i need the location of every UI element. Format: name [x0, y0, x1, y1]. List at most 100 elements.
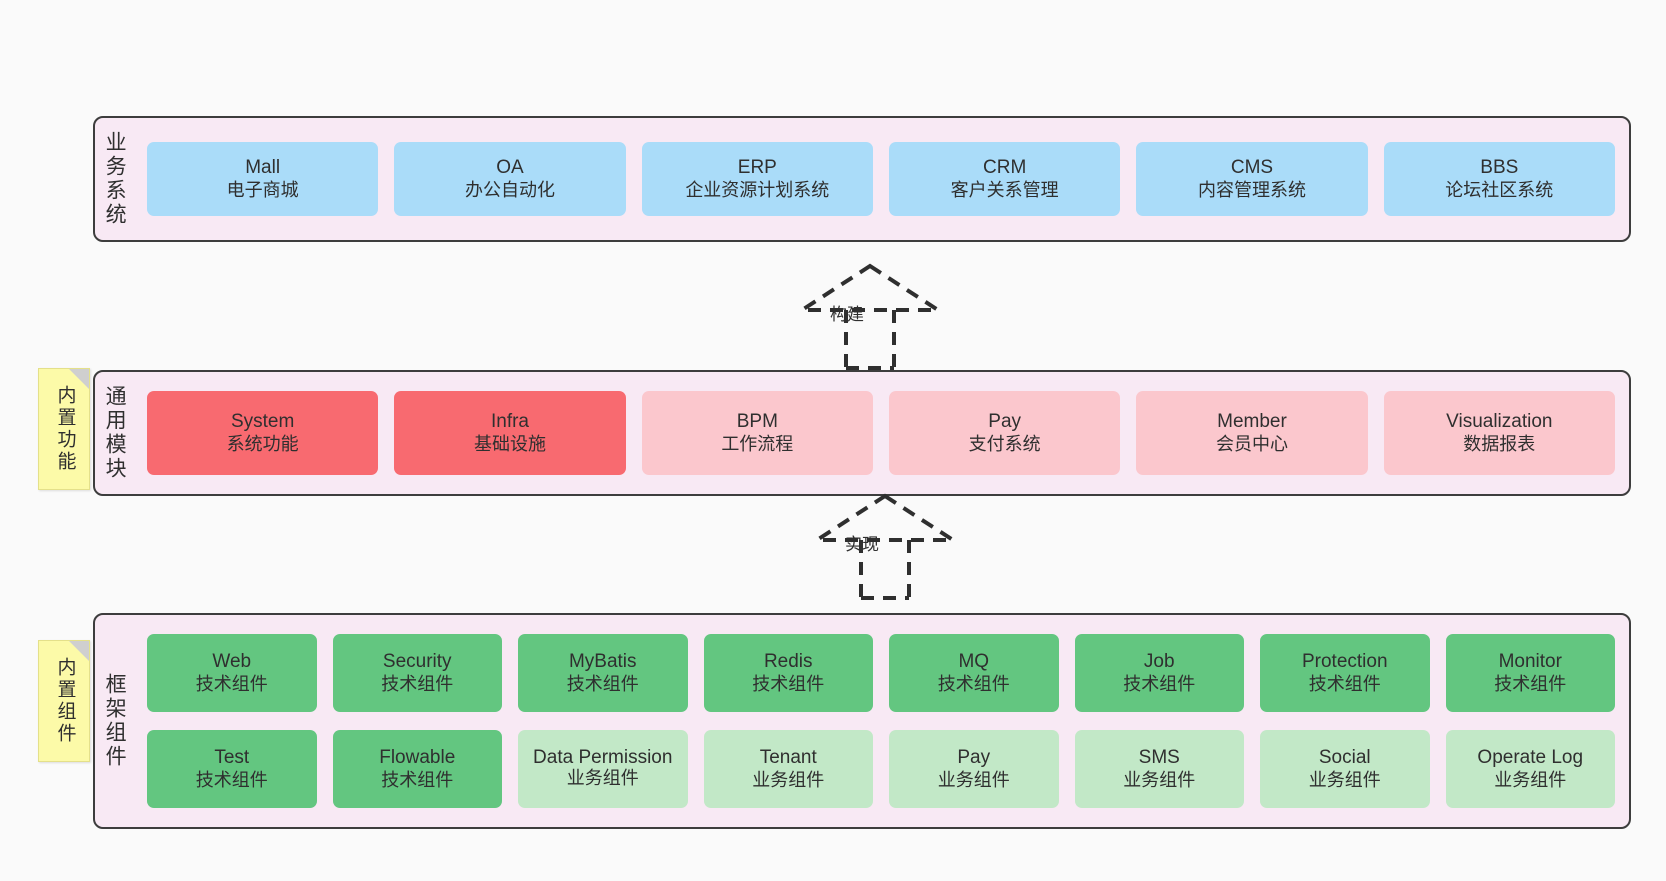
box-subtitle: 技术组件 [195, 673, 268, 694]
box-subtitle: 系统功能 [226, 433, 299, 454]
box-social[interactable]: Social 业务组件 [1260, 730, 1430, 808]
box-subtitle: 技术组件 [566, 673, 639, 694]
box-subtitle: 技术组件 [381, 673, 454, 694]
box-test[interactable]: Test 技术组件 [147, 730, 317, 808]
box-security[interactable]: Security 技术组件 [332, 634, 502, 712]
box-pay-component[interactable]: Pay 业务组件 [889, 730, 1059, 808]
box-bbs[interactable]: BBS 论坛社区系统 [1383, 142, 1615, 216]
layer-title-common-modules: 通用模块 [95, 372, 133, 494]
box-oa[interactable]: OA 办公自动化 [394, 142, 626, 216]
box-title: ERP [737, 157, 777, 179]
box-subtitle: 业务组件 [1308, 769, 1381, 790]
box-title: Protection [1301, 651, 1388, 673]
layer-framework-components: 框架组件 Web 技术组件 Security 技术组件 MyBatis 技术组件… [93, 613, 1631, 829]
layer-business-systems: 业务系统 Mall 电子商城 OA 办公自动化 ERP 企业资源计划系统 CRM [93, 116, 1631, 242]
box-subtitle: 论坛社区系统 [1445, 179, 1554, 200]
box-cms[interactable]: CMS 内容管理系统 [1136, 142, 1368, 216]
box-title: Test [214, 747, 250, 769]
generalization-arrow-icon [795, 263, 945, 370]
box-operate-log[interactable]: Operate Log 业务组件 [1445, 730, 1615, 808]
box-subtitle: 工作流程 [721, 433, 794, 454]
box-crm[interactable]: CRM 客户关系管理 [888, 142, 1121, 216]
layer-body-common-modules: System 系统功能 Infra 基础设施 BPM 工作流程 Pay 支付系统… [133, 372, 1629, 494]
box-title: OA [496, 157, 524, 179]
box-title: Infra [490, 411, 529, 433]
box-title: Redis [763, 651, 813, 673]
box-subtitle: 数据报表 [1463, 433, 1536, 454]
connector-implement-label: 实现 [845, 535, 879, 554]
box-title: SMS [1138, 747, 1180, 769]
box-subtitle: 技术组件 [752, 673, 825, 694]
box-mall[interactable]: Mall 电子商城 [147, 142, 379, 216]
business-systems-row: Mall 电子商城 OA 办公自动化 ERP 企业资源计划系统 CRM 客户关系… [147, 142, 1615, 216]
box-subtitle: 技术组件 [1308, 673, 1381, 694]
box-sms[interactable]: SMS 业务组件 [1074, 730, 1244, 808]
box-flowable[interactable]: Flowable 技术组件 [332, 730, 502, 808]
layer-title-text: 通用模块 [103, 385, 127, 481]
box-system[interactable]: System 系统功能 [147, 391, 379, 475]
box-title: BPM [736, 411, 778, 433]
box-subtitle: 技术组件 [195, 769, 268, 790]
layer-title-text: 业务系统 [103, 131, 127, 227]
box-mq[interactable]: MQ 技术组件 [889, 634, 1059, 712]
layer-body-business-systems: Mall 电子商城 OA 办公自动化 ERP 企业资源计划系统 CRM 客户关系… [133, 118, 1629, 240]
layer-title-text: 框架组件 [103, 673, 127, 769]
box-subtitle: 会员中心 [1215, 433, 1288, 454]
box-title: Security [382, 651, 452, 673]
box-tenant[interactable]: Tenant 业务组件 [703, 730, 873, 808]
note-fold-corner-icon [69, 369, 89, 389]
note-builtin-features: 内置功能 [38, 368, 90, 490]
box-title: Monitor [1498, 651, 1562, 673]
technical-components-row: Web 技术组件 Security 技术组件 MyBatis 技术组件 Redi… [147, 634, 1615, 712]
box-title: Member [1217, 411, 1287, 433]
box-job[interactable]: Job 技术组件 [1074, 634, 1244, 712]
box-infra[interactable]: Infra 基础设施 [394, 391, 626, 475]
note-fold-corner-icon [69, 641, 89, 661]
layer-common-modules: 通用模块 System 系统功能 Infra 基础设施 BPM 工作流程 Pay [93, 370, 1631, 496]
connector-implement: 实现 [805, 492, 965, 602]
box-subtitle: 技术组件 [937, 673, 1010, 694]
layer-title-framework-components: 框架组件 [95, 615, 133, 827]
box-monitor[interactable]: Monitor 技术组件 [1445, 634, 1615, 712]
layer-title-business-systems: 业务系统 [95, 118, 133, 240]
box-title: MQ [958, 651, 990, 673]
box-bpm[interactable]: BPM 工作流程 [641, 391, 873, 475]
box-subtitle: 电子商城 [226, 179, 299, 200]
box-erp[interactable]: ERP 企业资源计划系统 [641, 142, 873, 216]
common-modules-row: System 系统功能 Infra 基础设施 BPM 工作流程 Pay 支付系统… [147, 391, 1615, 475]
note-builtin-components: 内置组件 [38, 640, 90, 762]
box-web[interactable]: Web 技术组件 [147, 634, 317, 712]
box-title: System [230, 411, 295, 433]
box-member[interactable]: Member 会员中心 [1136, 391, 1368, 475]
box-subtitle: 技术组件 [1494, 673, 1567, 694]
layer-body-framework-components: Web 技术组件 Security 技术组件 MyBatis 技术组件 Redi… [133, 615, 1629, 827]
connector-build-label: 构建 [830, 305, 864, 324]
box-subtitle: 办公自动化 [464, 179, 555, 200]
box-title: Data Permission [533, 746, 673, 768]
box-pay-module[interactable]: Pay 支付系统 [888, 391, 1121, 475]
box-subtitle: 企业资源计划系统 [685, 179, 830, 200]
box-redis[interactable]: Redis 技术组件 [703, 634, 873, 712]
box-title: CMS [1230, 157, 1274, 179]
box-title: CRM [983, 157, 1027, 179]
box-title: Visualization [1446, 411, 1553, 433]
box-subtitle: 基础设施 [473, 433, 546, 454]
note-text: 内置功能 [54, 385, 76, 473]
box-title: Operate Log [1477, 747, 1584, 769]
box-subtitle: 业务组件 [566, 768, 639, 789]
box-subtitle: 技术组件 [1123, 673, 1196, 694]
box-data-permission[interactable]: Data Permission 业务组件 [518, 730, 688, 808]
box-title: MyBatis [568, 651, 637, 673]
box-subtitle: 业务组件 [1123, 769, 1196, 790]
box-subtitle: 业务组件 [752, 769, 825, 790]
box-title: Flowable [379, 747, 456, 769]
box-title: Mall [245, 157, 281, 179]
box-title: Social [1318, 747, 1371, 769]
box-title: Tenant [759, 747, 817, 769]
box-mybatis[interactable]: MyBatis 技术组件 [518, 634, 688, 712]
box-subtitle: 技术组件 [381, 769, 454, 790]
box-subtitle: 客户关系管理 [950, 179, 1059, 200]
box-visualization[interactable]: Visualization 数据报表 [1383, 391, 1615, 475]
box-protection[interactable]: Protection 技术组件 [1260, 634, 1430, 712]
